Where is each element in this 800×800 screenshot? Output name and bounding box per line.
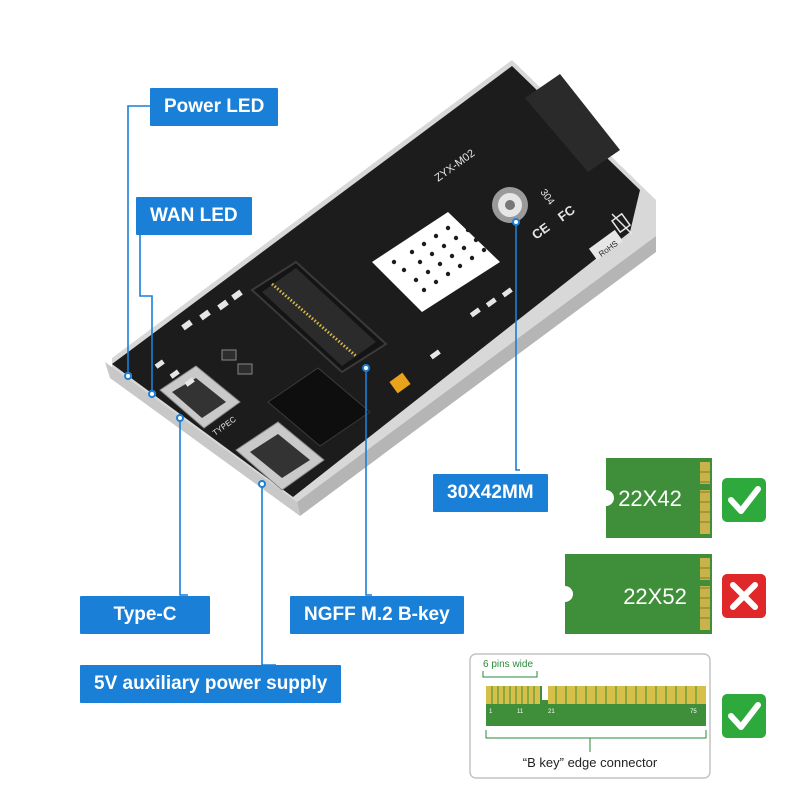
typec-marker-2 (258, 480, 266, 488)
size-label: 30X42MM (433, 474, 548, 512)
connector-caption: “B key” edge connector (523, 755, 658, 770)
check-icon (722, 478, 766, 522)
usb-c-port-2 (235, 421, 325, 491)
usb-c-port-1 (159, 365, 241, 429)
cross-icon (722, 574, 766, 618)
card-22x52: 22X52 (565, 554, 712, 634)
svg-text:1: 1 (489, 709, 493, 715)
card-size-label: 22X52 (623, 584, 687, 609)
power-led-label: Power LED (150, 88, 279, 126)
wan-led-label: WAN LED (136, 197, 252, 235)
pins-wide-label: 6 pins wide (483, 659, 533, 670)
svg-text:75: 75 (690, 709, 697, 715)
standoff-marker (512, 218, 520, 226)
small-components (154, 287, 513, 387)
svg-text:11: 11 (517, 709, 524, 715)
typec-marker-1 (176, 414, 184, 422)
svg-text:21: 21 (548, 709, 555, 715)
weee-bin-icon (610, 212, 633, 235)
type-c-label: Type-C (80, 596, 210, 634)
controller-chip (267, 367, 371, 447)
ngff-label: NGFF M.2 B-key (290, 596, 464, 634)
card-size-label: 22X42 (618, 486, 682, 511)
wan-led-marker (148, 390, 156, 398)
pcb-board (112, 66, 640, 497)
check-icon (722, 694, 766, 738)
edge-connector-panel: 6 pins wide 1 11 21 75 “B key” edge conn… (469, 653, 711, 779)
power-led-marker (124, 372, 132, 380)
aux-power-label: 5V auxiliary power supply (80, 665, 342, 703)
thermal-pad (372, 212, 500, 312)
standoff-screw (492, 187, 528, 223)
m2-marker (362, 364, 370, 372)
card-22x42: 22X42 (606, 458, 712, 538)
m2-slot (250, 260, 388, 374)
inductors (221, 349, 411, 394)
